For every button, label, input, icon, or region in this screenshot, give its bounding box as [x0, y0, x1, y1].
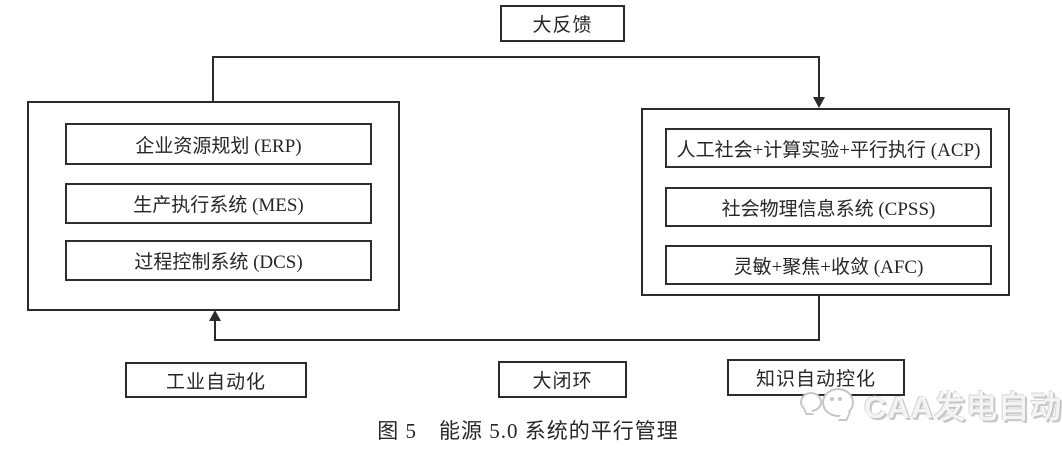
acp-box: 人工社会+计算实验+平行执行 (ACP) — [665, 128, 992, 168]
bubble-eye-right-icon — [838, 396, 842, 401]
left-panel-real-system: 企业资源规划 (ERP) 生产执行系统 (MES) 过程控制系统 (DCS) — [27, 101, 400, 311]
arrow-into-right-panel-icon — [813, 97, 825, 108]
bottom-feedback-hline — [214, 339, 820, 341]
dcs-label: 过程控制系统 (DCS) — [134, 252, 303, 273]
afc-label: 灵敏+聚焦+收敛 (AFC) — [733, 256, 924, 278]
top-feedback-vline-right — [818, 56, 820, 98]
mes-label: 生产执行系统 (MES) — [133, 195, 304, 216]
right-panel-artificial-system: 人工社会+计算实验+平行执行 (ACP) 社会物理信息系统 (CPSS) 灵敏+… — [641, 108, 1010, 296]
big-feedback-label-box: 大反馈 — [500, 5, 625, 42]
knowledge-automation-label: 知识自动控化 — [755, 369, 876, 390]
erp-box: 企业资源规划 (ERP) — [65, 123, 372, 165]
top-feedback-hline — [212, 56, 820, 58]
bubble-eye-left-icon — [830, 396, 834, 401]
erp-label: 企业资源规划 (ERP) — [135, 135, 302, 157]
arrow-into-left-panel-icon — [209, 310, 221, 321]
dcs-box: 过程控制系统 (DCS) — [65, 240, 372, 281]
top-feedback-vline-left — [212, 56, 214, 102]
figure-caption: 图 5 能源 5.0 系统的平行管理 — [377, 419, 679, 443]
industrial-automation-label: 工业自动化 — [165, 371, 266, 393]
knowledge-automation-label-box: 知识自动控化 — [727, 359, 905, 396]
industrial-automation-label-box: 工业自动化 — [125, 362, 307, 398]
big-closed-loop-label-box: 大闭环 — [498, 361, 627, 398]
bottom-feedback-vline-left — [214, 320, 216, 340]
acp-label: 人工社会+计算实验+平行执行 (ACP) — [676, 139, 981, 161]
bottom-feedback-vline-right — [818, 296, 820, 341]
cpss-label: 社会物理信息系统 (CPSS) — [721, 198, 936, 220]
cpss-box: 社会物理信息系统 (CPSS) — [665, 187, 992, 227]
big-closed-loop-label: 大闭环 — [532, 371, 593, 392]
afc-box: 灵敏+聚焦+收敛 (AFC) — [665, 245, 992, 285]
big-feedback-label: 大反馈 — [532, 15, 593, 36]
mes-box: 生产执行系统 (MES) — [65, 183, 372, 224]
